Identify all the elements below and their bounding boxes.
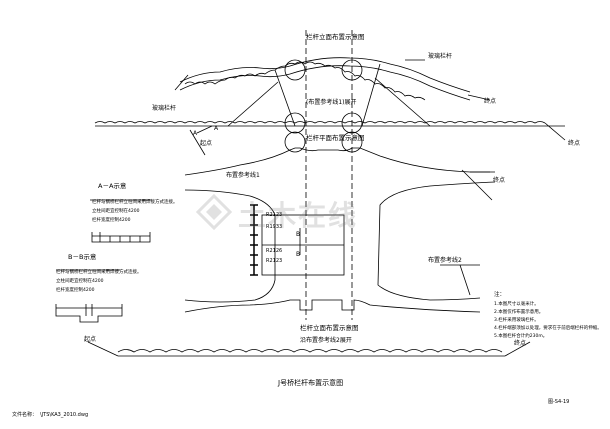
section-bb-heading: B－B示意 xyxy=(68,252,97,261)
long-end-leader xyxy=(544,122,566,141)
top-railing-left-label: 玻璃栏杆 xyxy=(152,104,176,112)
diag-1 xyxy=(274,69,296,127)
plan-heading: 栏杆平面布置示意图 xyxy=(306,133,365,142)
bottom-end-leader xyxy=(504,341,531,357)
diag-4 xyxy=(374,77,431,127)
notes-heading: 注： xyxy=(494,290,505,298)
junction-circle xyxy=(284,131,306,153)
bottom-elevation-ref-note: 沿布置参考线2展开 xyxy=(300,336,352,344)
section-cut-a-arrow xyxy=(196,125,213,134)
notes-item: 4.栏杆端部须加以处理，要求在于前后端栏杆的伸缩。 xyxy=(494,324,602,331)
file-label: 文件名称： xyxy=(12,411,37,418)
ref-leader-right xyxy=(461,169,493,201)
drawing-title: J号桥栏杆布置示意图 xyxy=(277,378,343,387)
bottom-start-leader xyxy=(87,341,119,357)
radius-label: R1933 xyxy=(266,224,282,230)
plan-ref-line-1: 布置参考线1 xyxy=(226,171,260,179)
section-bb-note: 立柱间距宜控制在4200 xyxy=(56,277,104,284)
section-mark-b1: B xyxy=(296,231,300,238)
long-elevation-line xyxy=(94,121,546,124)
plan-bridge-outline-right xyxy=(377,181,496,301)
long-end-label: 终点 xyxy=(568,139,580,147)
notes-item: 3.栏杆采用玻璃栏杆。 xyxy=(494,316,539,323)
junction-circle xyxy=(284,59,306,81)
top-railing-label: 玻璃栏杆 xyxy=(428,52,452,60)
radius-label: R2123 xyxy=(266,212,282,218)
bottom-elevation-wave xyxy=(117,349,503,353)
plan-bridge-outline-bottom xyxy=(184,299,481,313)
junction-circle xyxy=(341,131,363,153)
top-end-label: 终点 xyxy=(484,97,496,105)
section-aa-note: 栏杆与钢桥栏杆立柱间采用焊接方式连接。 xyxy=(92,198,178,205)
bottom-elevation-heading: 栏杆立面布置示意图 xyxy=(300,323,359,332)
section-mark-b2: B xyxy=(296,251,300,258)
bottom-end-label: 终点 xyxy=(514,339,526,347)
plan-bridge-outline xyxy=(184,147,495,176)
section-aa-heading: A－A示意 xyxy=(98,181,127,190)
drawing-number: 图-S4-19 xyxy=(548,399,569,405)
section-aa-note: 立柱间距宜控制在4200 xyxy=(92,207,140,214)
top-start-label: 起点 xyxy=(200,139,212,147)
section-cut-a xyxy=(189,129,206,156)
radius-label: R2123 xyxy=(266,258,282,264)
radius-label: R2126 xyxy=(266,248,282,254)
notes-item: 1.本图尺寸以毫米计。 xyxy=(494,300,539,307)
section-mark-a1: A xyxy=(193,130,198,137)
section-mark-a2: A xyxy=(214,125,219,132)
top-start-leader xyxy=(174,74,189,91)
notes-item: 5.本图栏杆合计约230m。 xyxy=(494,332,547,339)
bb-section-shape xyxy=(55,304,123,323)
junction-circle xyxy=(341,59,363,81)
ref2-leader-down xyxy=(459,264,471,296)
plan-column-markers xyxy=(250,204,258,276)
plan-bridge-outline-inner xyxy=(184,189,276,303)
junction-circle xyxy=(341,112,363,134)
file-path: \JTS\KA3_2010.dwg xyxy=(40,412,88,418)
plan-end-label: 终点 xyxy=(493,176,505,184)
plan-ref-line-2: 布置参考线2 xyxy=(428,256,462,264)
section-bb-note: 栏杆宽度控制4200 xyxy=(56,286,95,293)
top-elevation-ref-note: (布置参考线1)展开 xyxy=(306,98,357,106)
notes-item: 2.本图仅作布置示意用。 xyxy=(494,308,543,315)
junction-circle xyxy=(284,112,306,134)
top-elevation-heading: 栏杆立面布置示意图 xyxy=(306,32,365,41)
bottom-start-label: 起点 xyxy=(84,335,96,343)
diag-2 xyxy=(361,63,381,127)
top-end-leader xyxy=(467,94,491,101)
section-bb-note: 栏杆与钢桥栏杆立柱间采用焊接方式连接。 xyxy=(56,268,142,275)
top-elevation-railing-bottom xyxy=(179,65,471,101)
aa-section-shape xyxy=(91,232,151,243)
top-elevation-railing-top xyxy=(179,57,471,93)
section-aa-note: 栏杆宽度控制4200 xyxy=(92,216,131,223)
diag-3 xyxy=(227,81,279,127)
top-elevation-wave-pattern xyxy=(184,61,426,101)
